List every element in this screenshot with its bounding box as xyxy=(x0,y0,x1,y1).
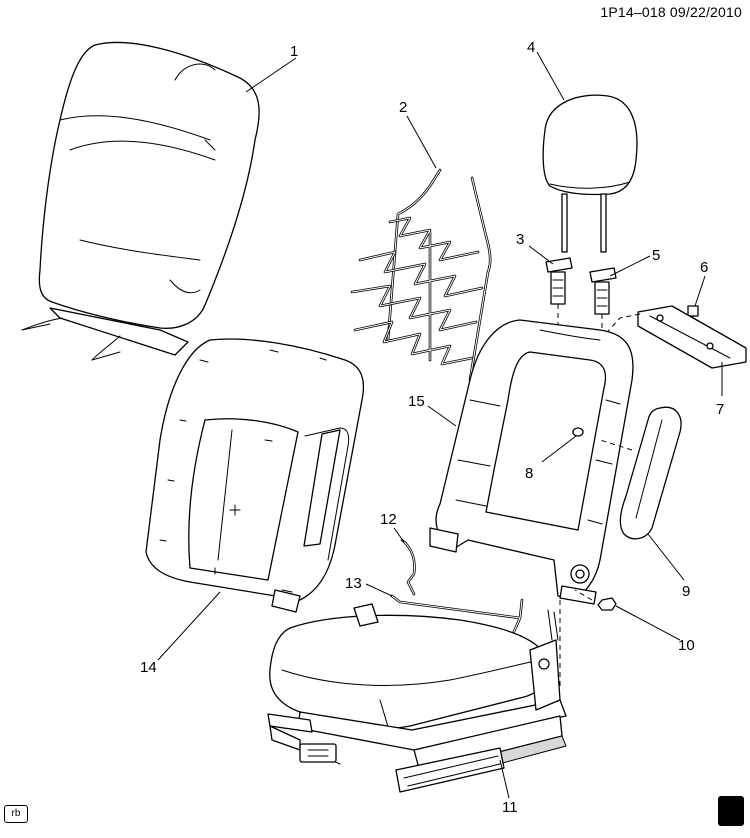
part-7-bracket xyxy=(599,305,747,369)
author-tag: rb xyxy=(4,805,28,823)
callout-14: 14 xyxy=(140,659,157,676)
part-15-seat-back-frame xyxy=(429,319,634,605)
callout-12: 12 xyxy=(380,511,397,528)
part-14-seat-back-pad xyxy=(145,338,365,613)
part-2-suspension-mat xyxy=(350,168,492,382)
callout-1: 1 xyxy=(290,43,298,60)
part-10-nut xyxy=(574,589,617,611)
part-8-clip xyxy=(572,427,584,437)
callout-13: 13 xyxy=(345,575,362,592)
callout-7: 7 xyxy=(716,401,724,418)
callout-11: 11 xyxy=(502,799,518,816)
callout-5: 5 xyxy=(652,247,660,264)
callout-6: 6 xyxy=(700,259,708,276)
part-11-seat-cushion-adjuster xyxy=(267,600,567,793)
callout-10: 10 xyxy=(678,637,695,654)
part-5-guide xyxy=(589,267,617,315)
part-4-head-restraint xyxy=(542,94,638,253)
callout-3: 3 xyxy=(516,231,524,248)
diagram-code: 1P14–018 09/22/2010 xyxy=(600,4,742,20)
gm-spo-logo xyxy=(718,796,744,826)
callout-labels: 1 2 3 4 5 6 7 8 9 10 11 12 13 14 15 xyxy=(140,39,724,816)
leader-lines xyxy=(157,51,723,799)
callout-8: 8 xyxy=(525,465,533,482)
callout-15: 15 xyxy=(408,393,425,410)
part-1-seat-back-cover xyxy=(21,41,260,361)
part-12-rod xyxy=(400,538,416,596)
callout-2: 2 xyxy=(399,99,407,116)
callout-4: 4 xyxy=(527,39,535,56)
part-9-side-panel xyxy=(599,406,682,540)
part-3-guide xyxy=(545,257,573,305)
callout-9: 9 xyxy=(682,583,690,600)
